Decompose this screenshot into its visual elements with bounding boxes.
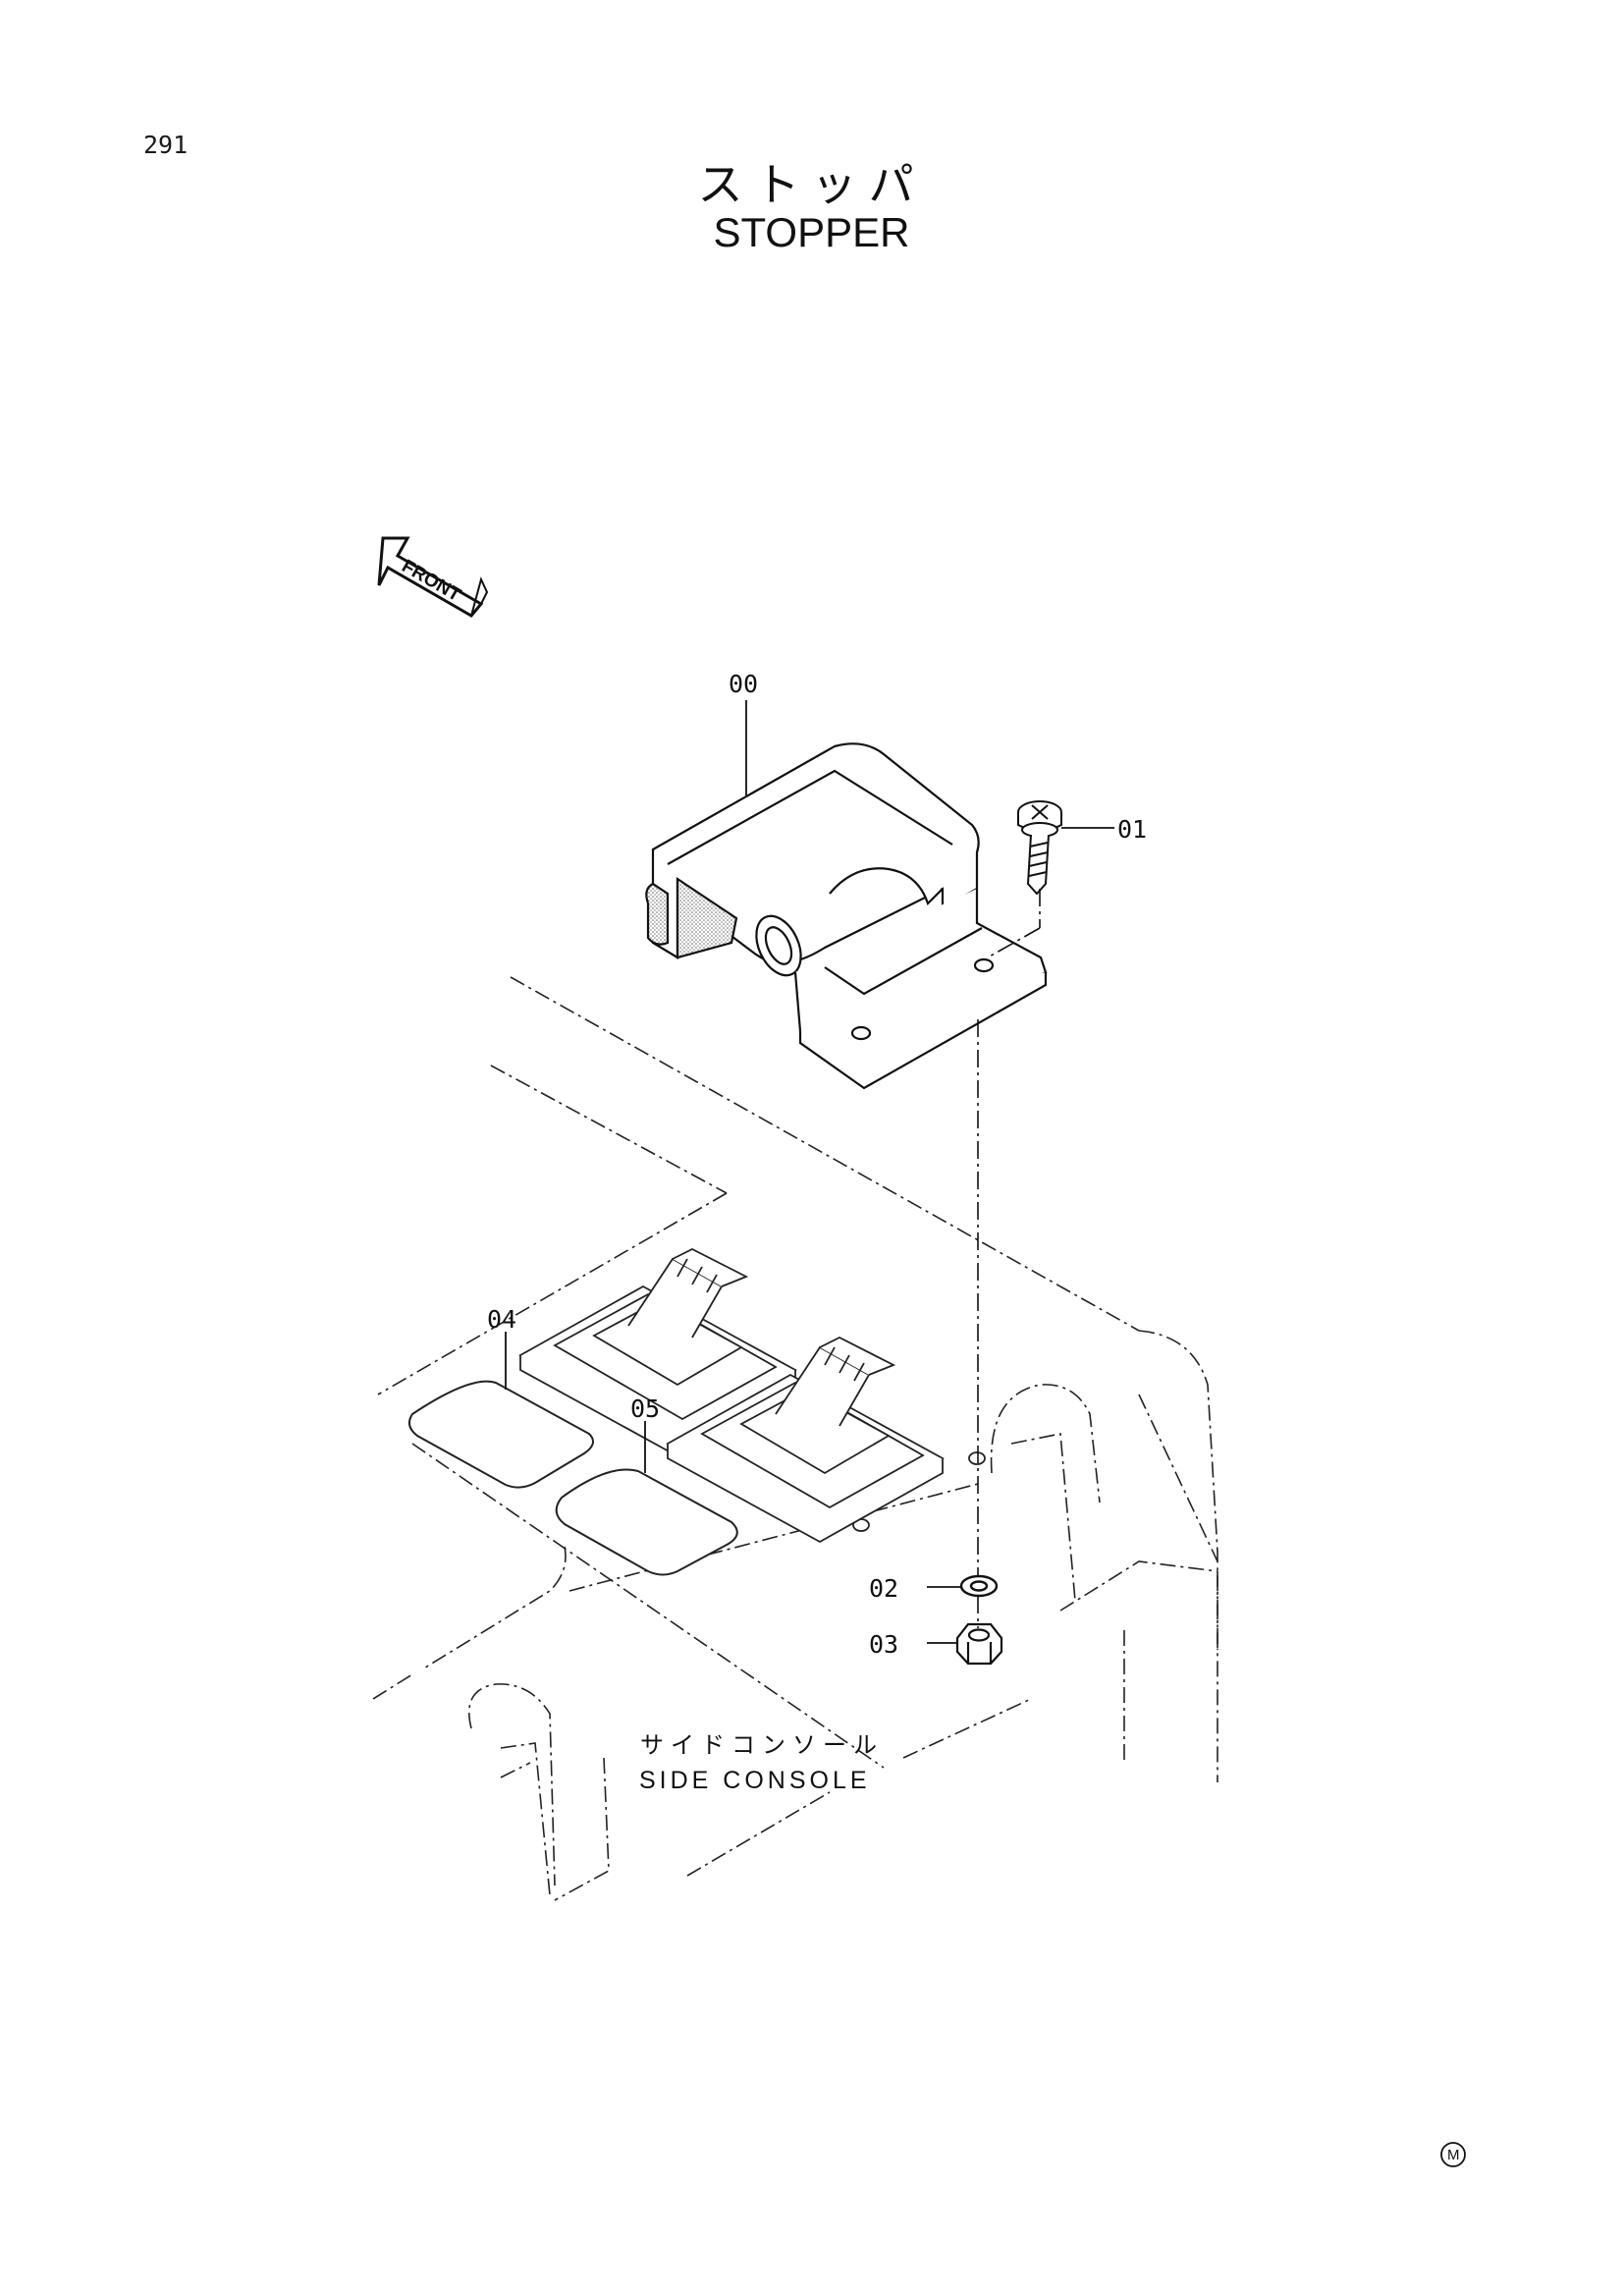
bracket-hole (973, 957, 995, 973)
console-hole (968, 1451, 986, 1465)
nut-icon (955, 1622, 1003, 1666)
front-arrow-label: FRONT (399, 556, 465, 606)
part-ref-04: 04 (487, 1305, 516, 1334)
page-number: 291 (143, 131, 189, 159)
footer-mark: M (1440, 2142, 1466, 2167)
part-ref-01: 01 (1117, 815, 1147, 844)
front-arrow-icon: FRONT (377, 536, 489, 618)
leader-lines (505, 700, 1114, 1644)
part-ref-02: 02 (869, 1574, 898, 1603)
stopper-bracket (645, 742, 1048, 1090)
part-ref-03: 03 (869, 1630, 898, 1659)
part-ref-00: 00 (729, 670, 758, 698)
title-japanese: ストッパ (697, 158, 926, 211)
assembly-centerline (977, 889, 1041, 1628)
washer-icon (959, 1574, 999, 1598)
rocker-switch (518, 1247, 797, 1455)
side-console-outline (372, 976, 1218, 1901)
label-plate-04 (407, 1380, 594, 1489)
part-ref-05: 05 (630, 1394, 660, 1423)
side-console-label-english: SIDE CONSOLE (639, 1767, 871, 1794)
rocker-switch (666, 1336, 945, 1544)
footer-mark-letter: M (1447, 2147, 1460, 2163)
side-console-label-japanese: サイドコンソール (640, 1731, 884, 1759)
label-plate-05 (555, 1468, 738, 1576)
title-english: STOPPER (713, 209, 910, 255)
bracket-hole (850, 1025, 872, 1041)
screw-icon (1017, 800, 1062, 896)
